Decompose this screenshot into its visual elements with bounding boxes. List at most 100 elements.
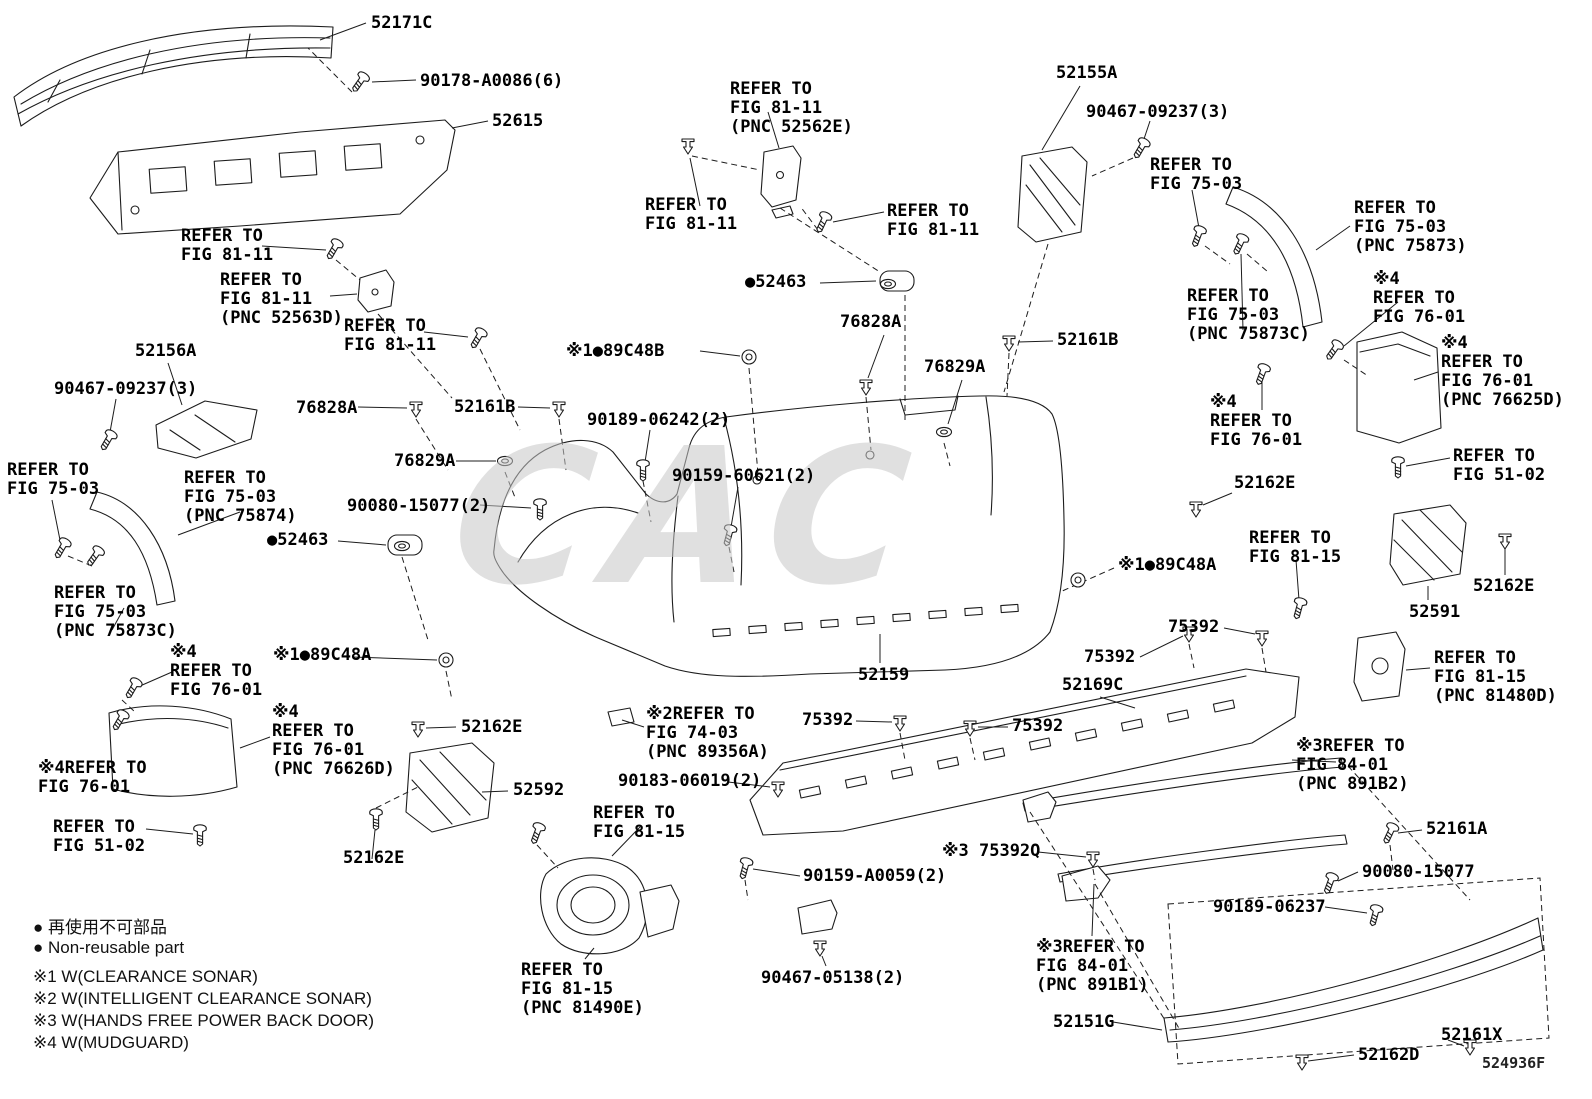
part-label: 52169C [1062, 675, 1124, 695]
part-label: 75392 [1084, 647, 1136, 667]
part-label: 52162E [1473, 576, 1535, 596]
part-lower-garnish [1163, 917, 1544, 1043]
part-label: 76828A [840, 312, 902, 332]
part-label: 52171C [371, 13, 433, 33]
part-arch-moulding-right [1225, 186, 1323, 328]
part-label: 52151G [1053, 1012, 1115, 1032]
part-label: 52159 [858, 665, 910, 685]
part-label: ※3 75392Q [942, 841, 1041, 861]
part-label: 90183-06019(2) [618, 771, 762, 791]
part-small-plate [797, 899, 838, 935]
part-label: 52162E [1234, 473, 1296, 493]
part-label: 90467-09237(3) [54, 379, 198, 399]
part-label: 90467-09237(3) [1086, 102, 1230, 122]
legend-line: ※3 W(HANDS FREE POWER BACK DOOR) [33, 1011, 375, 1030]
part-mudguard-left [108, 705, 238, 797]
part-rear-lamp [540, 857, 680, 955]
part-label: 52161B [1057, 330, 1119, 350]
legend-line: ※1 W(CLEARANCE SONAR) [33, 967, 258, 986]
part-label: 76828A [296, 398, 358, 418]
part-label: 52161B [454, 397, 516, 417]
part-retainer-52591 [1389, 504, 1467, 586]
part-lower-reinforcement [749, 668, 1300, 836]
part-label: 75392 [1168, 617, 1220, 637]
part-label: 90189-06237 [1213, 897, 1326, 917]
leader-lines [51, 22, 1506, 1062]
part-label: ●52463 [267, 530, 329, 550]
part-label: 52162E [461, 717, 523, 737]
part-reflector-right [1353, 631, 1406, 702]
part-label: 75392 [802, 710, 854, 730]
part-arch-moulding-left [89, 491, 176, 606]
part-label: 90159-A0059(2) [803, 866, 947, 886]
part-label: 90159-60621(2) [672, 466, 816, 486]
part-energy-absorber [89, 119, 456, 235]
part-label: ※1●89C48B [566, 341, 665, 361]
part-label: 76829A [394, 451, 456, 471]
legend-line: ● 再使用不可部品 [33, 918, 167, 937]
legend-line: ※4 W(MUDGUARD) [33, 1033, 189, 1052]
part-bracket-52155A [1017, 146, 1088, 243]
part-label: 90189-06242(2) [587, 410, 731, 430]
part-label: 52592 [513, 780, 565, 800]
part-label: 52162D [1358, 1045, 1420, 1065]
part-label: 52161X [1441, 1025, 1503, 1045]
part-label: 90467-05138(2) [761, 968, 905, 988]
part-label: 52162E [343, 848, 405, 868]
part-lower-strip [1057, 834, 1348, 902]
assembly-dashed-lines [67, 47, 1550, 1065]
part-label: 52155A [1056, 63, 1118, 83]
part-bracket-52156A [155, 400, 258, 459]
part-bumper-reinforcement [13, 25, 334, 127]
part-label: 52161A [1426, 819, 1488, 839]
part-side-bracket-left [357, 269, 395, 313]
part-label: 90080-15077 [1362, 862, 1475, 882]
part-label: 90080-15077(2) [347, 496, 491, 516]
part-label: 52156A [135, 341, 197, 361]
part-label: ●52463 [745, 272, 807, 292]
part-mudguard-right [1356, 331, 1442, 444]
figure-code: 524936F [1482, 1054, 1546, 1072]
legend-line: ※2 W(INTELLIGENT CLEARANCE SONAR) [33, 989, 372, 1008]
part-outlines [13, 25, 1544, 1043]
part-label: 52615 [492, 111, 544, 131]
part-center-bracket [760, 145, 802, 219]
part-label: 90178-A0086(6) [420, 71, 564, 91]
part-label: ※1●89C48A [273, 645, 372, 665]
part-label: 75392 [1012, 716, 1064, 736]
part-label: 52591 [1409, 602, 1461, 622]
legend-line: ● Non-reusable part [33, 938, 185, 957]
legend: ● 再使用不可部品● Non-reusable part ※1 W(CLEARAN… [33, 913, 453, 1063]
part-label: 76829A [924, 357, 986, 377]
